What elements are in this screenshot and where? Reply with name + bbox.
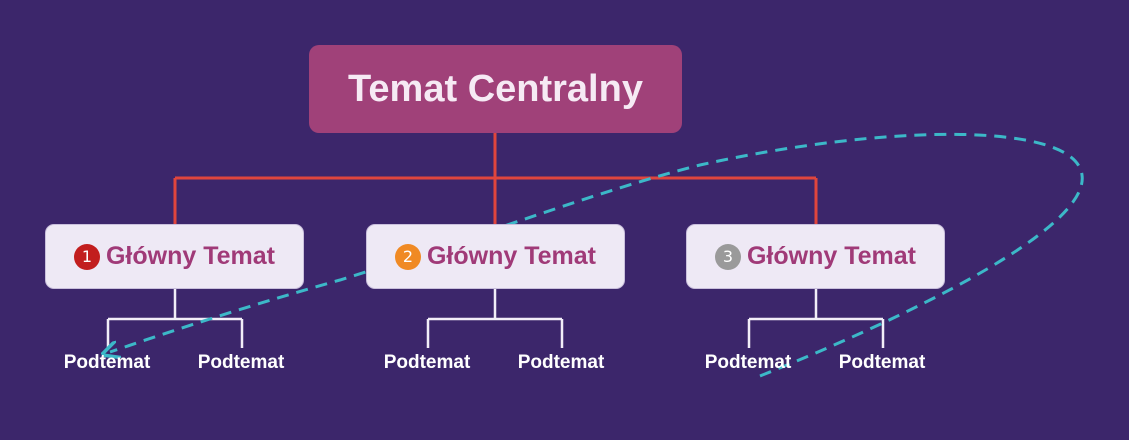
main-connectors — [173, 133, 818, 224]
main-topic-3[interactable]: 3 Główny Temat — [686, 224, 945, 289]
main-topic-label: Główny Temat — [105, 242, 275, 270]
subtopic-1-2[interactable]: Podtemat — [197, 352, 285, 373]
subtopic-2-1[interactable]: Podtemat — [383, 352, 471, 373]
subtopic-2-2[interactable]: Podtemat — [517, 352, 605, 373]
subtopic-1-1[interactable]: Podtemat — [63, 352, 151, 373]
sub-connector-3 — [747, 289, 885, 348]
subtopic-3-1[interactable]: Podtemat — [704, 352, 792, 373]
main-topic-1[interactable]: 1 Główny Temat — [45, 224, 304, 289]
main-topic-label: Główny Temat — [426, 242, 596, 270]
subtopic-3-2[interactable]: Podtemat — [838, 352, 926, 373]
central-topic[interactable]: Temat Centralny — [309, 45, 682, 133]
main-topic-label: Główny Temat — [746, 242, 916, 270]
number-badge-icon: 1 — [73, 243, 100, 270]
sub-connectors — [106, 289, 885, 348]
number-badge-icon: 2 — [394, 243, 421, 270]
main-topic-2[interactable]: 2 Główny Temat — [366, 224, 625, 289]
sub-connector-1 — [106, 289, 244, 348]
number-badge-icon: 3 — [714, 243, 741, 270]
central-topic-label: Temat Centralny — [348, 67, 643, 110]
sub-connector-2 — [426, 289, 564, 348]
